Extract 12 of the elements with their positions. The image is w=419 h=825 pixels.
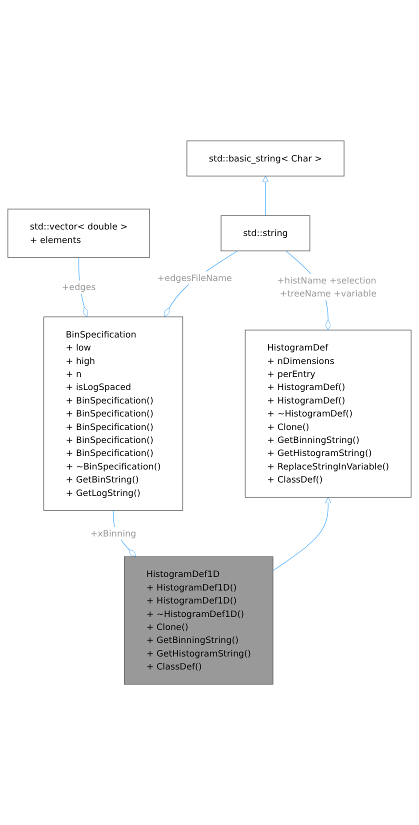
arrow (262, 176, 269, 216)
node-box: std::vector< double > + elements (8, 208, 150, 258)
node-box: HistogramDef1D + HistogramDef1D() + HistogramDef1D() + ~HistogramDef1D() + Clone() + GetBinningString() + GetHistogramString() + ClassDef() (124, 556, 274, 685)
node-box: HistogramDef + nDimensions + perEntry + HistogramDef() + HistogramDef() + ~HistogramDef() + Clone() + GetBinningString() + GetHistogramString() + ReplaceStringInVariable() + ClassDef() (244, 330, 412, 498)
edge-label: +xBinning (90, 528, 136, 539)
node-box: std::basic_string< Char > (186, 140, 344, 176)
node-box: BinSpecification + low + high + n + isLogSpaced + BinSpecification() + BinSpecification() + BinSpecification() + BinSpecification() + BinSpecification() + ~BinSpecification() + GetBinString() + GetLogString() (43, 316, 184, 511)
edge-label: +edges (62, 282, 96, 292)
edge-label: +histName +selection +treeName +variable (277, 275, 377, 299)
edge-label: +edgesFileName (157, 272, 232, 284)
arrow (272, 496, 332, 571)
node-box: std::string (220, 215, 310, 252)
